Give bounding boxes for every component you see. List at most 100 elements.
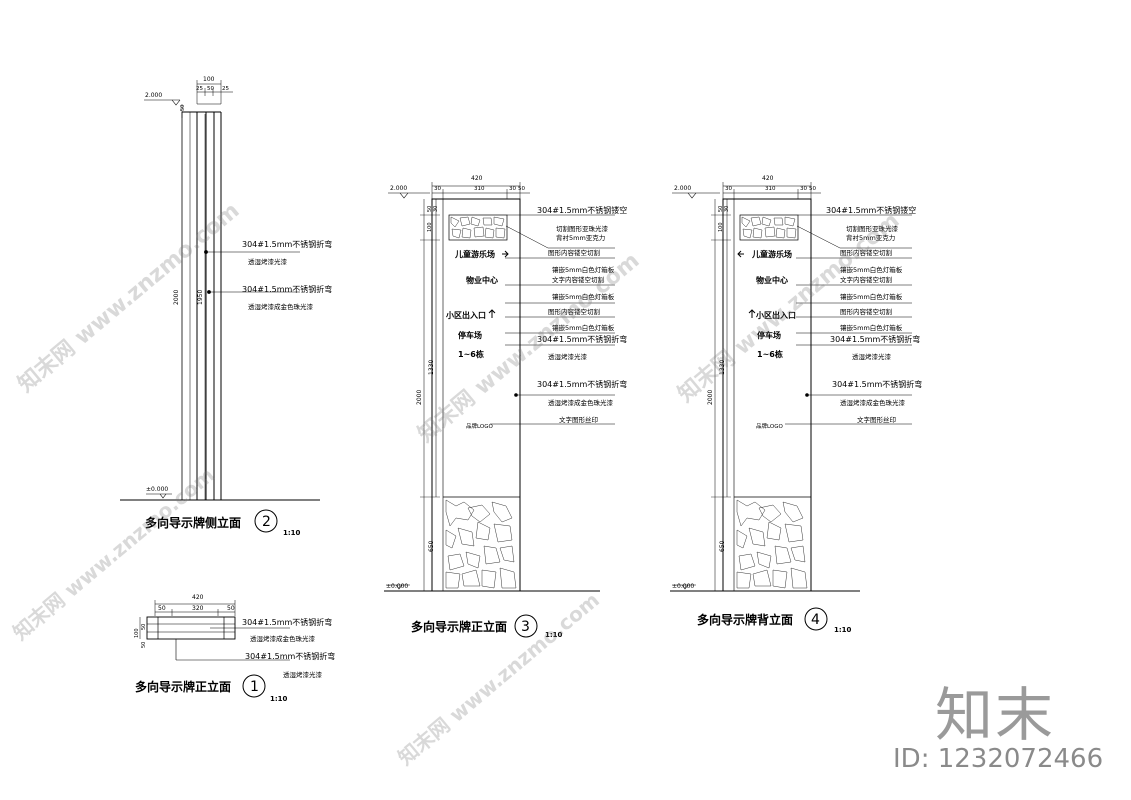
v3-dim-left-100: 100 <box>427 222 433 232</box>
v2-level-top: 2.000 <box>145 92 162 99</box>
v3-dim-b: 310 <box>474 186 485 192</box>
v4-note-8: 图形内容镂空切割 <box>840 307 893 316</box>
v4-dim-left-30: 30 <box>724 206 730 212</box>
v4-note-4: 图形内容镂空切割 <box>840 248 893 257</box>
v4-sign-item-5: 1~6栋 <box>757 349 783 359</box>
v3-dim-total: 420 <box>471 175 483 182</box>
v3-sign-item-2: 物业中心 <box>466 275 498 285</box>
v1-dim-left-c: 50 <box>141 642 147 648</box>
v3-dim-left-1330: 1330 <box>428 360 435 375</box>
v3-dim-a: 30 <box>434 186 441 192</box>
v3-dim-d: 50 <box>518 186 525 192</box>
view4-top-panel-pattern <box>741 216 797 239</box>
v3-note-8: 图形内容镂空切割 <box>548 307 601 316</box>
v2-num: 2 <box>262 514 271 530</box>
v3-level-top: 2.000 <box>390 185 407 192</box>
v2-title: 多向导示牌侧立面 <box>145 515 241 530</box>
v1-title: 多向导示牌正立面 <box>135 679 231 694</box>
v2-dim-1950: 1950 <box>197 290 204 305</box>
v4-note-2: 切割图形亚珠光漆 <box>846 224 899 233</box>
v2-level-bottom: ±0.000 <box>146 486 168 493</box>
v2-scale: 1:10 <box>283 529 301 537</box>
v4-title: 多向导示牌背立面 <box>697 612 793 627</box>
v4-note-7: 镶嵌5mm白色灯箱板 <box>840 292 903 301</box>
v2-dim-2000: 2000 <box>173 290 180 305</box>
v4-note-3: 背衬5mm亚克力 <box>846 233 895 242</box>
v4-sign-item-3: 小区出入口 <box>755 310 796 320</box>
v3-dim-left-30: 30 <box>433 206 439 212</box>
v3-sign-item-4: 停车场 <box>458 330 482 340</box>
v4-dim-b: 310 <box>765 186 776 192</box>
v1-dim-b: 320 <box>192 605 204 612</box>
v3-sign-item-6: 品牌LOGO <box>466 422 493 430</box>
v3-note-2: 切割图形亚珠光漆 <box>556 224 609 233</box>
view3-front-elevation <box>384 182 615 638</box>
v4-dim-c: 30 <box>800 186 807 192</box>
v2-note-2: 透湿烤漆光漆 <box>248 257 288 266</box>
v3-note-6: 文字内容镂空切割 <box>552 275 605 284</box>
v3-note-12: 304#1.5mm不锈钢折弯 <box>537 379 627 389</box>
v2-dim-a: 25 <box>196 86 203 92</box>
v4-note-11: 透湿烤漆光漆 <box>852 352 892 361</box>
v4-sign-item-4: 停车场 <box>757 330 781 340</box>
view3-top-panel-pattern <box>450 216 506 239</box>
v4-dim-left-650: 650 <box>719 540 726 552</box>
v2-dim-c: 25 <box>222 86 229 92</box>
v3-sign-item-1: 儿童游乐场 <box>454 249 495 259</box>
v1-note-4: 透湿烤漆光漆 <box>283 670 323 679</box>
v1-dim-total: 420 <box>192 594 204 601</box>
v3-num: 3 <box>521 619 530 635</box>
v3-note-7: 镶嵌5mm白色灯箱板 <box>552 292 615 301</box>
v4-sign-item-1: 儿童游乐场 <box>751 249 792 259</box>
v4-num: 4 <box>811 612 820 628</box>
v4-dim-d: 50 <box>809 186 816 192</box>
v3-note-13: 透湿烤漆成金色珠光漆 <box>548 398 614 407</box>
v4-dim-left-1330: 1330 <box>719 360 726 375</box>
v4-note-9: 镶嵌5mm白色灯箱板 <box>840 323 903 332</box>
v3-dim-left-50: 50 <box>427 206 433 212</box>
v2-note-1: 304#1.5mm不锈钢折弯 <box>242 239 332 249</box>
v2-note-3: 304#1.5mm不锈钢折弯 <box>242 284 332 294</box>
v4-dim-left-2000: 2000 <box>707 390 714 405</box>
v3-dim-left-650: 650 <box>428 540 435 552</box>
v2-dim-small: 50 <box>180 105 186 111</box>
v2-note-4: 透湿烤漆成金色珠光漆 <box>248 302 314 311</box>
v4-sign-item-2: 物业中心 <box>756 275 788 285</box>
v3-note-10: 304#1.5mm不锈钢折弯 <box>537 334 627 344</box>
v4-level-bottom: ±0.000 <box>672 583 694 590</box>
v4-note-12: 304#1.5mm不锈钢折弯 <box>832 379 922 389</box>
v1-dim-c: 50 <box>227 605 235 612</box>
v3-dim-c: 30 <box>509 186 516 192</box>
v4-note-6: 文字内容镂空切割 <box>840 275 893 284</box>
watermark-id: ID: 1232072466 <box>893 744 1104 774</box>
v1-scale: 1:10 <box>270 695 288 703</box>
v3-note-5: 镶嵌5mm白色灯箱板 <box>552 265 615 274</box>
v3-title: 多向导示牌正立面 <box>411 619 507 634</box>
view1-plan <box>139 600 290 698</box>
v1-dim-left-a: 100 <box>134 628 140 638</box>
view2-side-elevation <box>120 80 320 533</box>
watermark-logo: 知末 <box>935 681 1056 749</box>
view4-back-elevation <box>670 182 912 631</box>
v3-note-4: 图形内容镂空切割 <box>548 248 601 257</box>
v3-note-14: 文字图形丝印 <box>559 415 598 424</box>
v4-note-10: 304#1.5mm不锈钢折弯 <box>830 334 920 344</box>
v4-dim-total: 420 <box>762 175 774 182</box>
v4-note-13: 透湿烤漆成金色珠光漆 <box>840 398 906 407</box>
v1-note-2: 透湿烤漆成金色珠光漆 <box>250 634 316 643</box>
v4-scale: 1:10 <box>834 626 852 634</box>
v3-note-3: 背衬5mm亚克力 <box>556 233 605 242</box>
v4-dim-left-100: 100 <box>718 222 724 232</box>
v2-dim-total: 100 <box>203 76 215 83</box>
v3-scale: 1:10 <box>545 631 563 639</box>
view4-stone-pattern <box>736 499 808 589</box>
v1-dim-a: 50 <box>158 605 166 612</box>
v3-note-11: 透湿烤漆光漆 <box>548 352 588 361</box>
v4-dim-a: 30 <box>725 186 732 192</box>
v1-note-3: 304#1.5mm不锈钢折弯 <box>245 651 335 661</box>
view3-stone-pattern <box>445 499 517 589</box>
v4-note-5: 镶嵌5mm白色灯箱板 <box>840 265 903 274</box>
v1-note-1: 304#1.5mm不锈钢折弯 <box>242 617 332 627</box>
v3-sign-item-5: 1~6栋 <box>458 349 484 359</box>
